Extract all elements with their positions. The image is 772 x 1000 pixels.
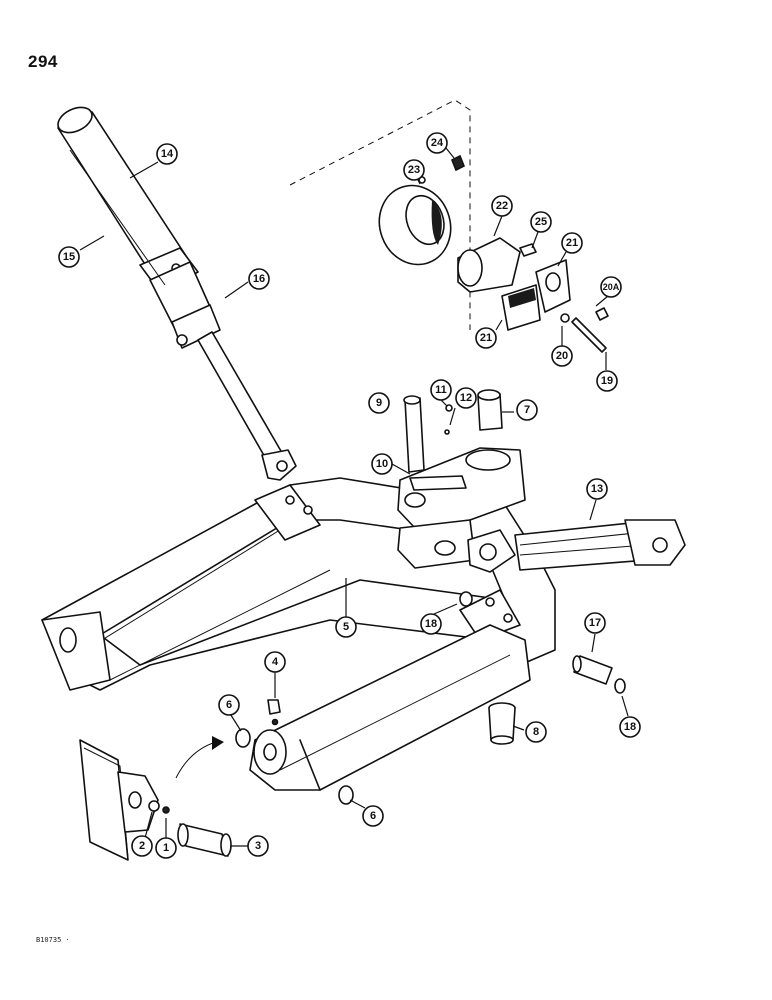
svg-text:14: 14 [161,148,174,160]
svg-text:7: 7 [524,404,530,416]
svg-text:8: 8 [533,726,539,738]
bearing-housing [378,154,609,353]
callout-6-right: 6 [362,805,384,827]
callout-1: 1 [155,837,177,859]
bracket-plate [79,739,159,861]
svg-text:6: 6 [226,699,232,711]
pin-3 [177,823,232,857]
fasteners-1-2 [148,800,170,814]
washer-18 [459,591,473,607]
bushing-8 [488,702,516,745]
callout-4: 4 [264,651,286,673]
svg-text:24: 24 [431,137,444,149]
bushing-6 [235,728,354,805]
svg-text:20A: 20A [603,282,620,292]
callout-21-lower: 21 [475,327,497,349]
svg-text:2: 2 [139,840,145,852]
svg-text:25: 25 [535,216,547,228]
callout-11: 11 [430,379,452,401]
callout-18-upper: 18 [420,613,442,635]
svg-text:17: 17 [589,617,601,629]
svg-text:9: 9 [376,397,382,409]
svg-text:18: 18 [425,618,437,630]
svg-text:20: 20 [556,350,568,362]
callout-9: 9 [368,392,390,414]
svg-text:21: 21 [566,237,578,249]
svg-text:5: 5 [343,621,349,633]
callout-19: 19 [596,370,618,392]
svg-text:11: 11 [435,384,447,396]
svg-text:22: 22 [496,200,508,212]
svg-text:23: 23 [408,164,420,176]
callout-22: 22 [491,195,513,217]
callout-21-upper: 21 [561,232,583,254]
callout-20a: 20A [600,276,622,298]
callout-8: 8 [525,721,547,743]
callout-16: 16 [248,268,270,290]
callout-7: 7 [516,399,538,421]
callout-6-left: 6 [218,694,240,716]
svg-text:13: 13 [591,483,603,495]
svg-text:10: 10 [376,458,388,470]
callout-13: 13 [586,478,608,500]
steering-cylinder [57,106,297,481]
mounting-panel-outline [289,99,471,330]
svg-text:15: 15 [63,251,75,263]
figure-code: B10735 · [36,936,70,944]
callout-2: 2 [131,835,153,857]
callout-15: 15 [58,246,80,268]
callout-10: 10 [371,453,393,475]
svg-text:4: 4 [272,656,279,668]
callout-17: 17 [584,612,606,634]
svg-text:1: 1 [163,842,169,854]
callout-12: 12 [455,387,477,409]
assembly-arrow [175,736,224,779]
svg-text:12: 12 [460,392,472,404]
page-number: 294 [28,52,58,71]
callout-18-lower: 18 [619,716,641,738]
hydraulic-cylinder [467,519,686,573]
svg-text:18: 18 [624,721,636,733]
callout-24: 24 [426,132,448,154]
lower-arm [249,624,531,791]
svg-text:21: 21 [480,332,492,344]
callout-3: 3 [247,835,269,857]
pivot-bracket [397,389,526,569]
callout-20: 20 [551,345,573,367]
svg-text:16: 16 [253,273,265,285]
callout-5: 5 [335,616,357,638]
svg-text:3: 3 [255,840,261,852]
svg-text:19: 19 [601,375,613,387]
svg-text:6: 6 [370,810,376,822]
pin-17 [572,655,626,694]
callout-14: 14 [156,143,178,165]
callout-23: 23 [403,159,425,181]
callout-25: 25 [530,211,552,233]
